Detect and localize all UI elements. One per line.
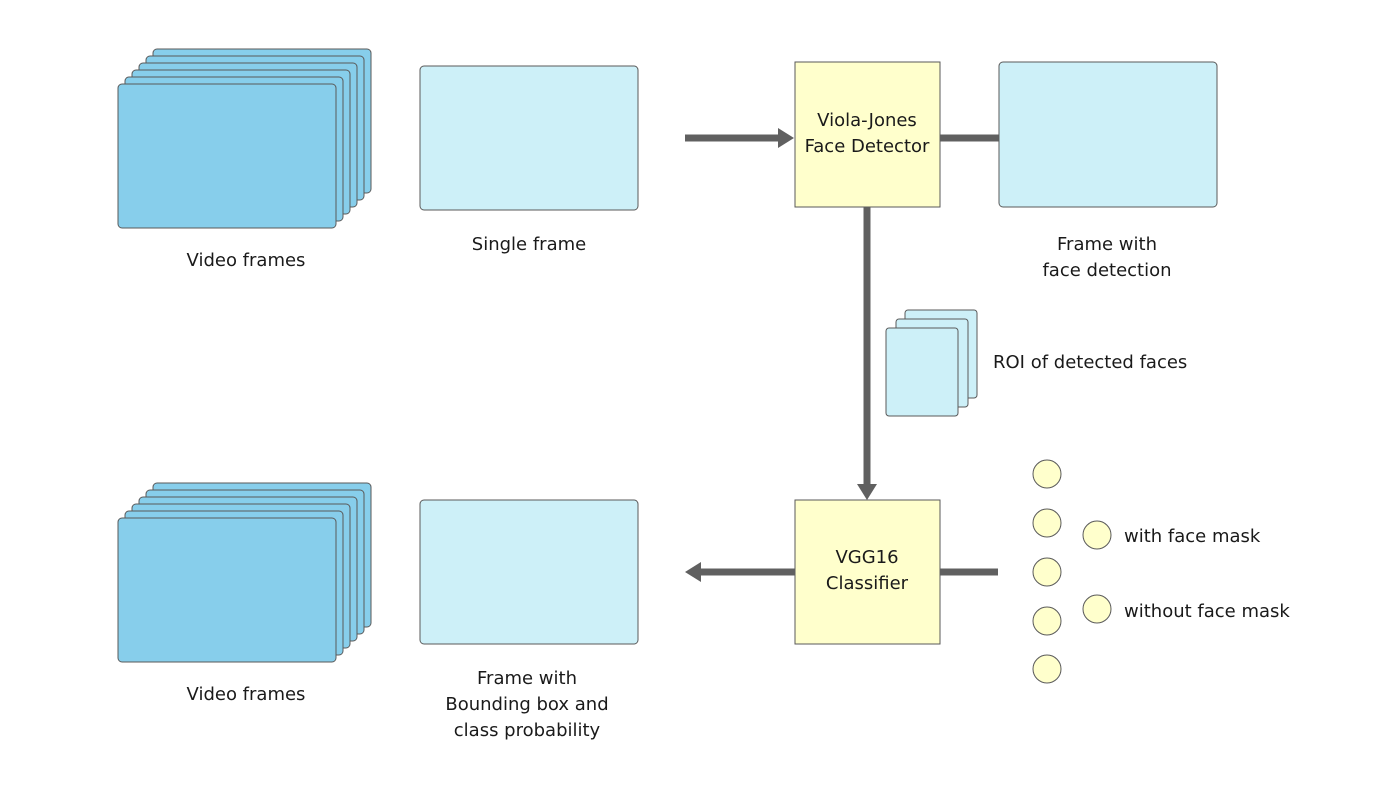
- arrow-to-face-detector: [685, 128, 794, 148]
- neuron-column: [1032, 459, 1062, 684]
- roi-label: ROI of detected faces: [993, 352, 1187, 373]
- face-detector-label-line1: Viola-Jones: [817, 110, 917, 131]
- video-frames-input-label: Video frames: [187, 250, 306, 271]
- video-frame-card: [117, 83, 337, 229]
- detection-frame-label-line2: face detection: [1042, 260, 1171, 281]
- arrow-to-output-frame: [685, 562, 795, 582]
- output-neuron-without-mask: [1082, 594, 1112, 624]
- neuron-node: [1032, 557, 1062, 587]
- neuron-node: [1032, 606, 1062, 636]
- arrow-to-classifier: [857, 207, 877, 500]
- roi-stack: [885, 309, 978, 417]
- detection-frame-box: [998, 61, 1218, 208]
- output-frame-box: [419, 499, 639, 645]
- classifier-label-line2: Classifier: [826, 573, 909, 594]
- output-frame-label-line3: class probability: [454, 720, 601, 741]
- legend-with-mask-label: with face mask: [1124, 526, 1261, 547]
- video-frames-stack-bottom: [117, 482, 372, 663]
- neuron-node: [1032, 654, 1062, 684]
- detection-frame-label-line1: Frame with: [1057, 234, 1157, 255]
- video-frames-output-label: Video frames: [187, 684, 306, 705]
- classifier-label-line1: VGG16: [835, 547, 898, 568]
- video-frame-card: [117, 517, 337, 663]
- video-frames-stack-top: [117, 48, 372, 229]
- face-detector-node: [794, 61, 941, 208]
- single-frame-box: [419, 65, 639, 211]
- neuron-node: [1032, 459, 1062, 489]
- output-frame-label-line2: Bounding box and: [445, 694, 608, 715]
- legend-without-mask-label: without face mask: [1124, 601, 1290, 622]
- neuron-node: [1032, 508, 1062, 538]
- output-frame-label-line1: Frame with: [477, 668, 577, 689]
- classifier-node: [794, 499, 941, 645]
- single-frame-label: Single frame: [472, 234, 586, 255]
- output-neuron-with-mask: [1082, 520, 1112, 550]
- face-detector-label-line2: Face Detector: [805, 136, 930, 157]
